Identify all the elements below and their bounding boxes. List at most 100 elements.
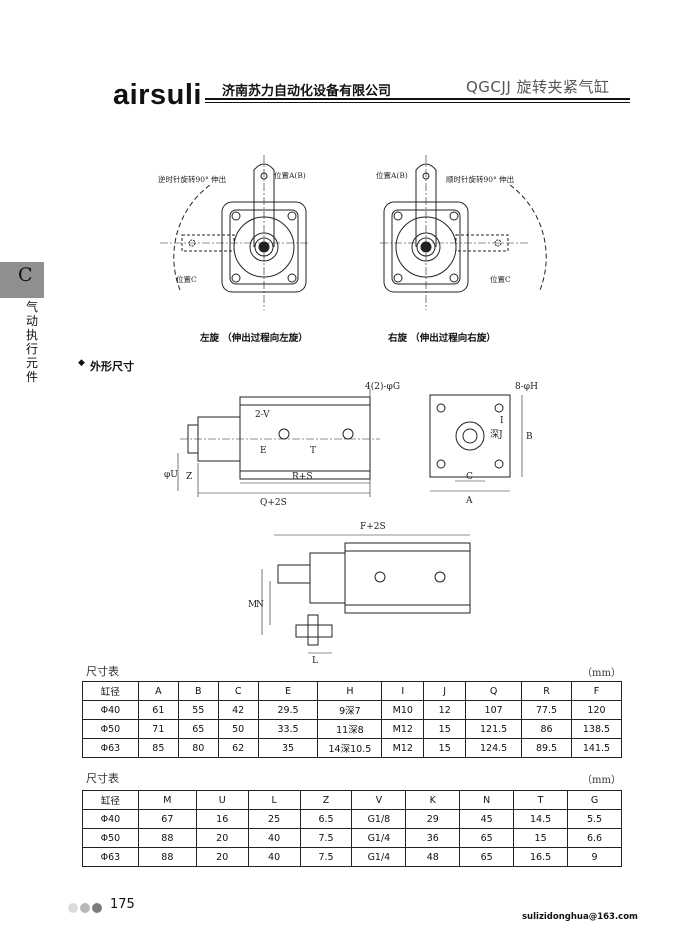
page-dot-icon <box>80 902 90 913</box>
table-cell: U <box>195 790 249 810</box>
table-cell: L <box>247 790 301 810</box>
table-cell: Q <box>465 681 523 701</box>
right-pos-ab: 位置A(B) <box>376 170 408 180</box>
right-rotate-label: 顺时针旋转90° 伸出 <box>446 174 514 184</box>
table-cell: 77.5 <box>521 700 572 720</box>
section-letter: C <box>18 264 33 286</box>
table-cell: Φ50 <box>82 828 139 848</box>
table-cell: 85 <box>137 738 179 758</box>
dim-b: B <box>526 432 533 442</box>
table-cell: 15 <box>513 828 569 848</box>
company-name: 济南苏力自动化设备有限公司 <box>222 84 392 99</box>
table-cell: 40 <box>247 828 301 848</box>
table-cell: M10 <box>381 700 425 720</box>
dim-f2s: F+2S <box>360 522 386 532</box>
table-cell: Φ40 <box>82 809 139 829</box>
section-bullet-icon: ◆ <box>78 358 85 368</box>
right-rotation-figure <box>380 155 547 310</box>
table-cell: A <box>137 681 179 701</box>
table-cell: Z <box>299 790 353 810</box>
dim-n: N <box>256 600 264 610</box>
table-cell: 88 <box>137 847 197 867</box>
dim-t: T <box>310 446 316 456</box>
left-rotate-label: 逆时针旋转90° 伸出 <box>158 174 226 184</box>
table-cell: 141.5 <box>570 738 623 758</box>
table-cell: 89.5 <box>521 738 572 758</box>
table-cell: 6.5 <box>299 809 353 829</box>
table-cell: 124.5 <box>465 738 523 758</box>
table-cell: C <box>217 681 259 701</box>
table-cell: Φ50 <box>82 719 139 739</box>
table-cell: 65 <box>177 719 219 739</box>
table-cell: Φ40 <box>82 700 139 720</box>
table-cell: H <box>317 681 383 701</box>
table-cell: E <box>257 681 319 701</box>
table-cell: 107 <box>465 700 523 720</box>
table-cell: N <box>459 790 515 810</box>
left-pos-c: 位置C <box>176 274 197 284</box>
table-cell: B <box>177 681 219 701</box>
table-cell: 29.5 <box>257 700 319 720</box>
table-cell: 45 <box>459 809 515 829</box>
table-cell: J <box>423 681 467 701</box>
table-cell: M12 <box>381 738 425 758</box>
dim-holes-g: 4(2)-φG <box>365 381 400 392</box>
left-pos-ab: 位置A(B) <box>274 170 306 180</box>
left-caption: 左旋 （伸出过程向左旋） <box>200 333 308 344</box>
table-cell: 50 <box>217 719 259 739</box>
dim-rs: R+S <box>292 472 312 482</box>
table-cell: 120 <box>570 700 623 720</box>
table-cell: T <box>513 790 569 810</box>
table-cell: 12 <box>423 700 467 720</box>
table-cell: 20 <box>195 847 249 867</box>
dim-holes-h: 8-φH <box>515 382 538 392</box>
table-cell: 11深8 <box>317 719 383 739</box>
table-cell: 35 <box>257 738 319 758</box>
dim-depth-j: 深J <box>490 429 503 440</box>
dim-c: C <box>466 472 473 482</box>
table-cell: 5.5 <box>567 809 622 829</box>
header-rule-thin <box>205 102 630 103</box>
table1-unit: （mm） <box>582 668 621 679</box>
table-cell: 138.5 <box>570 719 623 739</box>
table-cell: 20 <box>195 828 249 848</box>
table-cell: G1/8 <box>351 809 407 829</box>
dim-z: Z <box>186 472 192 482</box>
table1-title: 尺寸表 <box>86 665 119 678</box>
dim-q2s: Q+2S <box>260 498 287 508</box>
dim-l: L <box>312 656 318 665</box>
table-cell: 14深10.5 <box>317 738 383 758</box>
table-cell: 86 <box>521 719 572 739</box>
dimension-drawings: 4(2)-φG 8-φH 2-V E T R+S Q+2S Z φU I 深J … <box>164 381 538 665</box>
table-cell: 7.5 <box>299 828 353 848</box>
table-cell: 65 <box>459 828 515 848</box>
dim-a: A <box>465 496 473 506</box>
table-cell: 9 <box>567 847 622 867</box>
table-cell: 65 <box>459 847 515 867</box>
table-cell: 88 <box>137 828 197 848</box>
table-cell: 61 <box>137 700 179 720</box>
right-pos-c: 位置C <box>490 274 511 284</box>
table-cell: 33.5 <box>257 719 319 739</box>
table-cell: 71 <box>137 719 179 739</box>
page-dot-icon <box>68 902 78 913</box>
rotation-figures: 逆时针旋转90° 伸出 位置A(B) 位置C 位置A(B) 顺时针旋转90° 伸… <box>158 155 547 310</box>
table-cell: M <box>137 790 197 810</box>
page-number: 175 <box>110 897 135 912</box>
page-dots <box>68 897 104 916</box>
table-cell: G1/4 <box>351 828 407 848</box>
header-rule <box>205 98 630 100</box>
table-cell: 29 <box>405 809 461 829</box>
table-cell: 15 <box>423 738 467 758</box>
right-caption: 右旋 （伸出过程向右旋） <box>388 333 496 344</box>
dim-m: M <box>248 600 257 610</box>
table-cell: 16 <box>195 809 249 829</box>
